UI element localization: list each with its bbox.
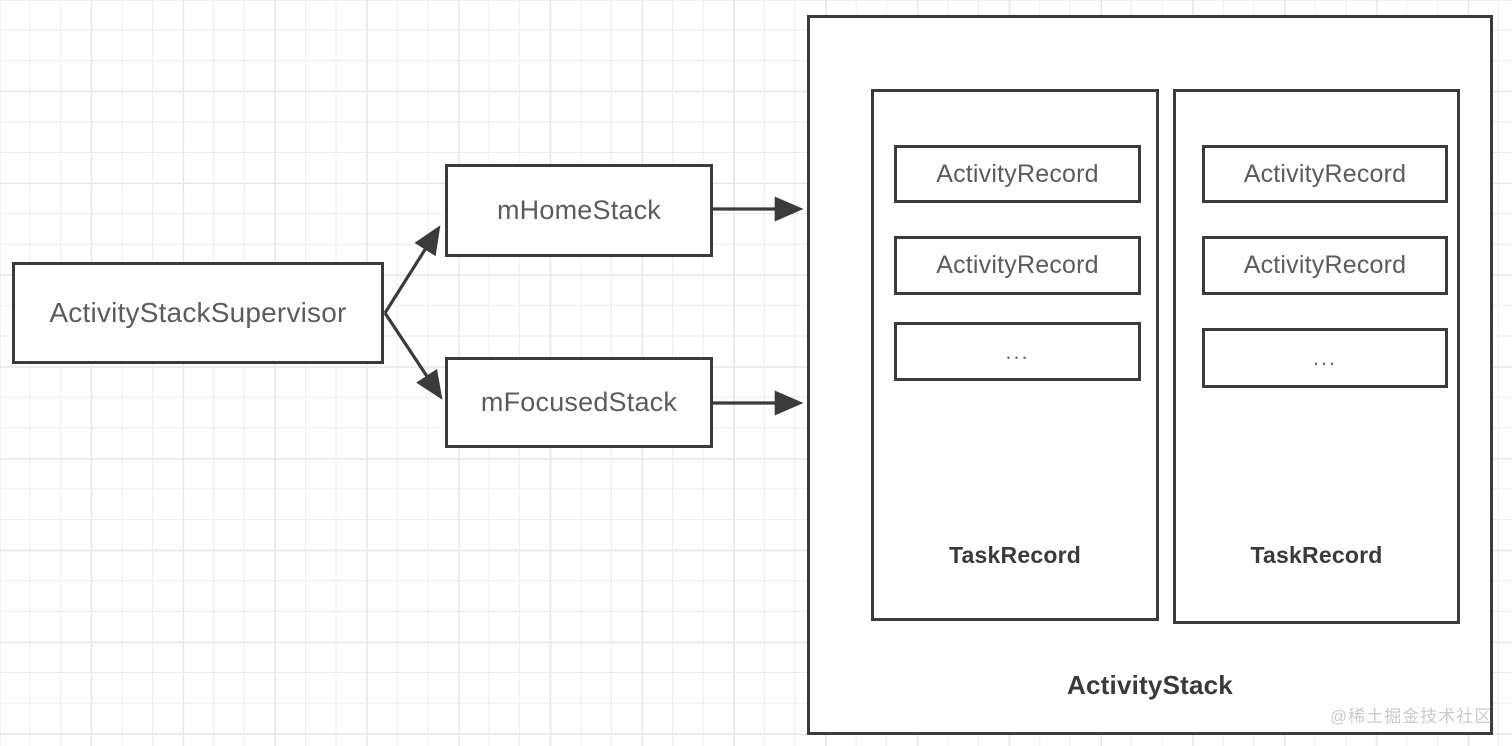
activity-stack-label: ActivityStack xyxy=(1067,670,1233,700)
node-label: ActivityRecord xyxy=(936,251,1099,279)
watermark-text: @稀土掘金技术社区 xyxy=(1330,707,1493,726)
node-activity-stack[interactable]: ActivityRecord ActivityRecord ... TaskRe… xyxy=(807,15,1493,735)
node-label: ActivityStackSupervisor xyxy=(49,297,347,328)
node-label: mFocusedStack xyxy=(480,387,678,417)
node-label: ActivityRecord xyxy=(1243,159,1407,188)
node-label: ActivityRecord xyxy=(1243,251,1407,279)
task-record-label: TaskRecord xyxy=(1250,542,1383,568)
node-m-focused-stack[interactable]: mFocusedStack xyxy=(445,357,713,448)
edge-supervisor-to-home-stack xyxy=(383,225,441,314)
node-task-record-2[interactable]: ActivityRecord ActivityRecord ... TaskRe… xyxy=(1173,89,1460,624)
node-activity-record[interactable]: ActivityRecord xyxy=(894,145,1141,203)
task-record-label: TaskRecord xyxy=(949,542,1081,568)
node-activity-record[interactable]: ActivityRecord xyxy=(1202,145,1448,203)
node-activity-record-ellipsis[interactable]: ... xyxy=(1202,328,1448,388)
node-activity-record[interactable]: ActivityRecord xyxy=(894,236,1141,295)
edge-supervisor-to-focused-stack xyxy=(383,312,443,400)
node-activity-stack-supervisor[interactable]: ActivityStackSupervisor xyxy=(12,262,384,364)
ellipsis-label: ... xyxy=(1312,345,1338,370)
node-activity-record[interactable]: ActivityRecord xyxy=(1202,236,1448,295)
node-label: ActivityRecord xyxy=(936,159,1099,188)
node-m-home-stack[interactable]: mHomeStack xyxy=(445,164,713,257)
ellipsis-label: ... xyxy=(1005,338,1030,364)
node-label: mHomeStack xyxy=(496,195,662,225)
node-task-record-1[interactable]: ActivityRecord ActivityRecord ... TaskRe… xyxy=(871,89,1159,621)
node-activity-record-ellipsis[interactable]: ... xyxy=(894,322,1141,381)
